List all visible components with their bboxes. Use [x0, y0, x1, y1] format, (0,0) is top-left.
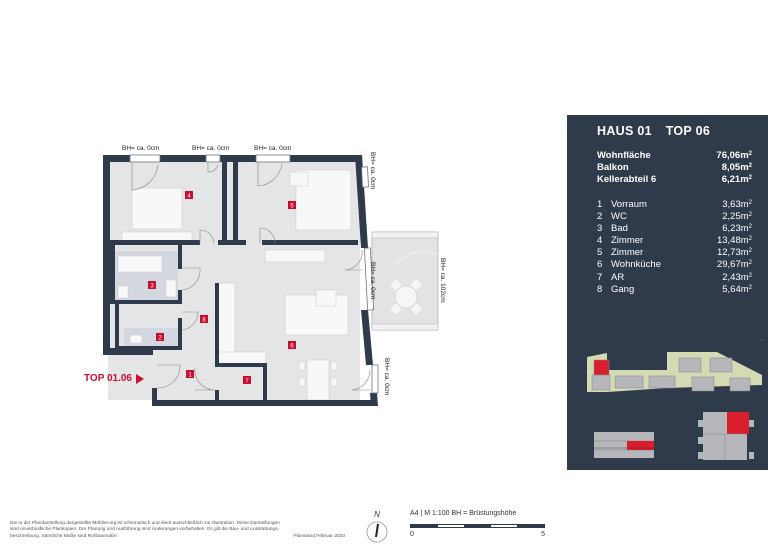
room-marker-6: 6	[288, 341, 296, 350]
svg-text:3: 3	[150, 284, 154, 290]
scale-end: 5	[541, 531, 545, 538]
wall-room4-south	[108, 240, 200, 245]
room-marker-2: 2	[156, 333, 164, 342]
bh-label-top-right: BH= ca. 0cm	[254, 145, 292, 152]
bh-label-top-left: BH= ca. 0cm	[122, 145, 160, 152]
room-marker-3: 3	[148, 281, 156, 290]
disclaimer: Die in der Plandarstellung dargestellte …	[10, 521, 345, 540]
balcony	[371, 231, 439, 331]
disclaimer-line-2: sind unverbindliche Plankopien. Der Plan…	[10, 527, 280, 533]
svg-text:1: 1	[188, 373, 192, 379]
panel-title: HAUS 01 TOP 06	[597, 124, 710, 138]
furniture	[117, 169, 352, 401]
unit-label-text: TOP 01.06	[84, 373, 132, 384]
summary-row-balkon: Balkon 8,05m2	[597, 162, 752, 173]
plan-date: Planstand Februar 2023	[293, 533, 345, 539]
area-summary: Wohnfläche 76,06m2 Balkon 8,05m2 Kellera…	[597, 150, 752, 186]
disclaimer-line-1: Die in der Plandarstellung dargestellte …	[10, 521, 280, 526]
scale-bar	[410, 524, 545, 528]
bathtub	[117, 255, 163, 273]
dining-table	[306, 359, 330, 401]
floor-plan: 1 2 3 4 5 6 7 8	[103, 154, 451, 406]
bh-label-right-mid: BH= ca. 0cm	[369, 262, 376, 300]
north-arrow-icon: N	[366, 510, 388, 543]
svg-text:6: 6	[290, 344, 294, 350]
unit-info-panel: HAUS 01 TOP 06 Wohnfläche 76,06m2 Balkon…	[567, 115, 768, 470]
scale-legend: A4 | M 1:100 BH = Brüstungshöhe 0 5	[410, 510, 550, 538]
scale-label: A4 | M 1:100 BH = Brüstungshöhe	[410, 510, 517, 517]
bh-label-right-lower: BH= ca. 0cm	[383, 358, 390, 396]
section-key-plan	[589, 432, 659, 458]
svg-text:7: 7	[245, 379, 249, 385]
north-arrow: N	[365, 508, 389, 553]
room-marker-8: 8	[200, 315, 208, 324]
summary-row-wohnflaeche: Wohnfläche 76,06m2	[597, 150, 752, 161]
room-marker-4: 4	[185, 191, 193, 200]
walls	[103, 155, 378, 406]
floor-key-plan	[698, 412, 754, 460]
bh-label-right-upper: BH= ca. 0cm	[369, 152, 376, 190]
bh-label-top-mid: BH= ca. 0cm	[192, 145, 230, 152]
disclaimer-line-3: beschreibung. Sämtliche Maße sind Rohbau…	[10, 533, 118, 539]
svg-text:4: 4	[187, 194, 191, 200]
svg-text:2: 2	[158, 336, 162, 342]
top-label: TOP 06	[665, 124, 711, 138]
svg-text:N: N	[374, 510, 380, 519]
room-marker-5: 5	[288, 201, 296, 210]
site-plan	[587, 340, 765, 460]
room-markers: 1 2 3 4 5 6 7 8	[148, 191, 296, 385]
summary-row-kellerabteil: Kellerabteil 6 6,21m2	[597, 174, 752, 185]
bed-room-4	[131, 187, 183, 230]
svg-text:8: 8	[202, 318, 206, 324]
kitchen-counter	[217, 282, 236, 364]
highlighted-building	[593, 359, 610, 376]
unit-entrance-label: TOP 01.06	[84, 373, 144, 384]
shelf	[264, 249, 326, 263]
room-marker-1: 1	[186, 370, 194, 379]
bh-label-balcony: BH= ca. 102cm	[439, 258, 446, 303]
scale-start: 0	[410, 531, 414, 538]
room-marker-7: 7	[243, 376, 251, 385]
svg-text:5: 5	[290, 204, 294, 210]
windows	[129, 154, 379, 394]
wc-floor	[124, 328, 179, 350]
watermark	[393, 250, 451, 267]
entrance-arrow-icon	[136, 373, 144, 384]
door-swings	[131, 162, 371, 391]
haus-label: HAUS 01	[597, 124, 652, 138]
